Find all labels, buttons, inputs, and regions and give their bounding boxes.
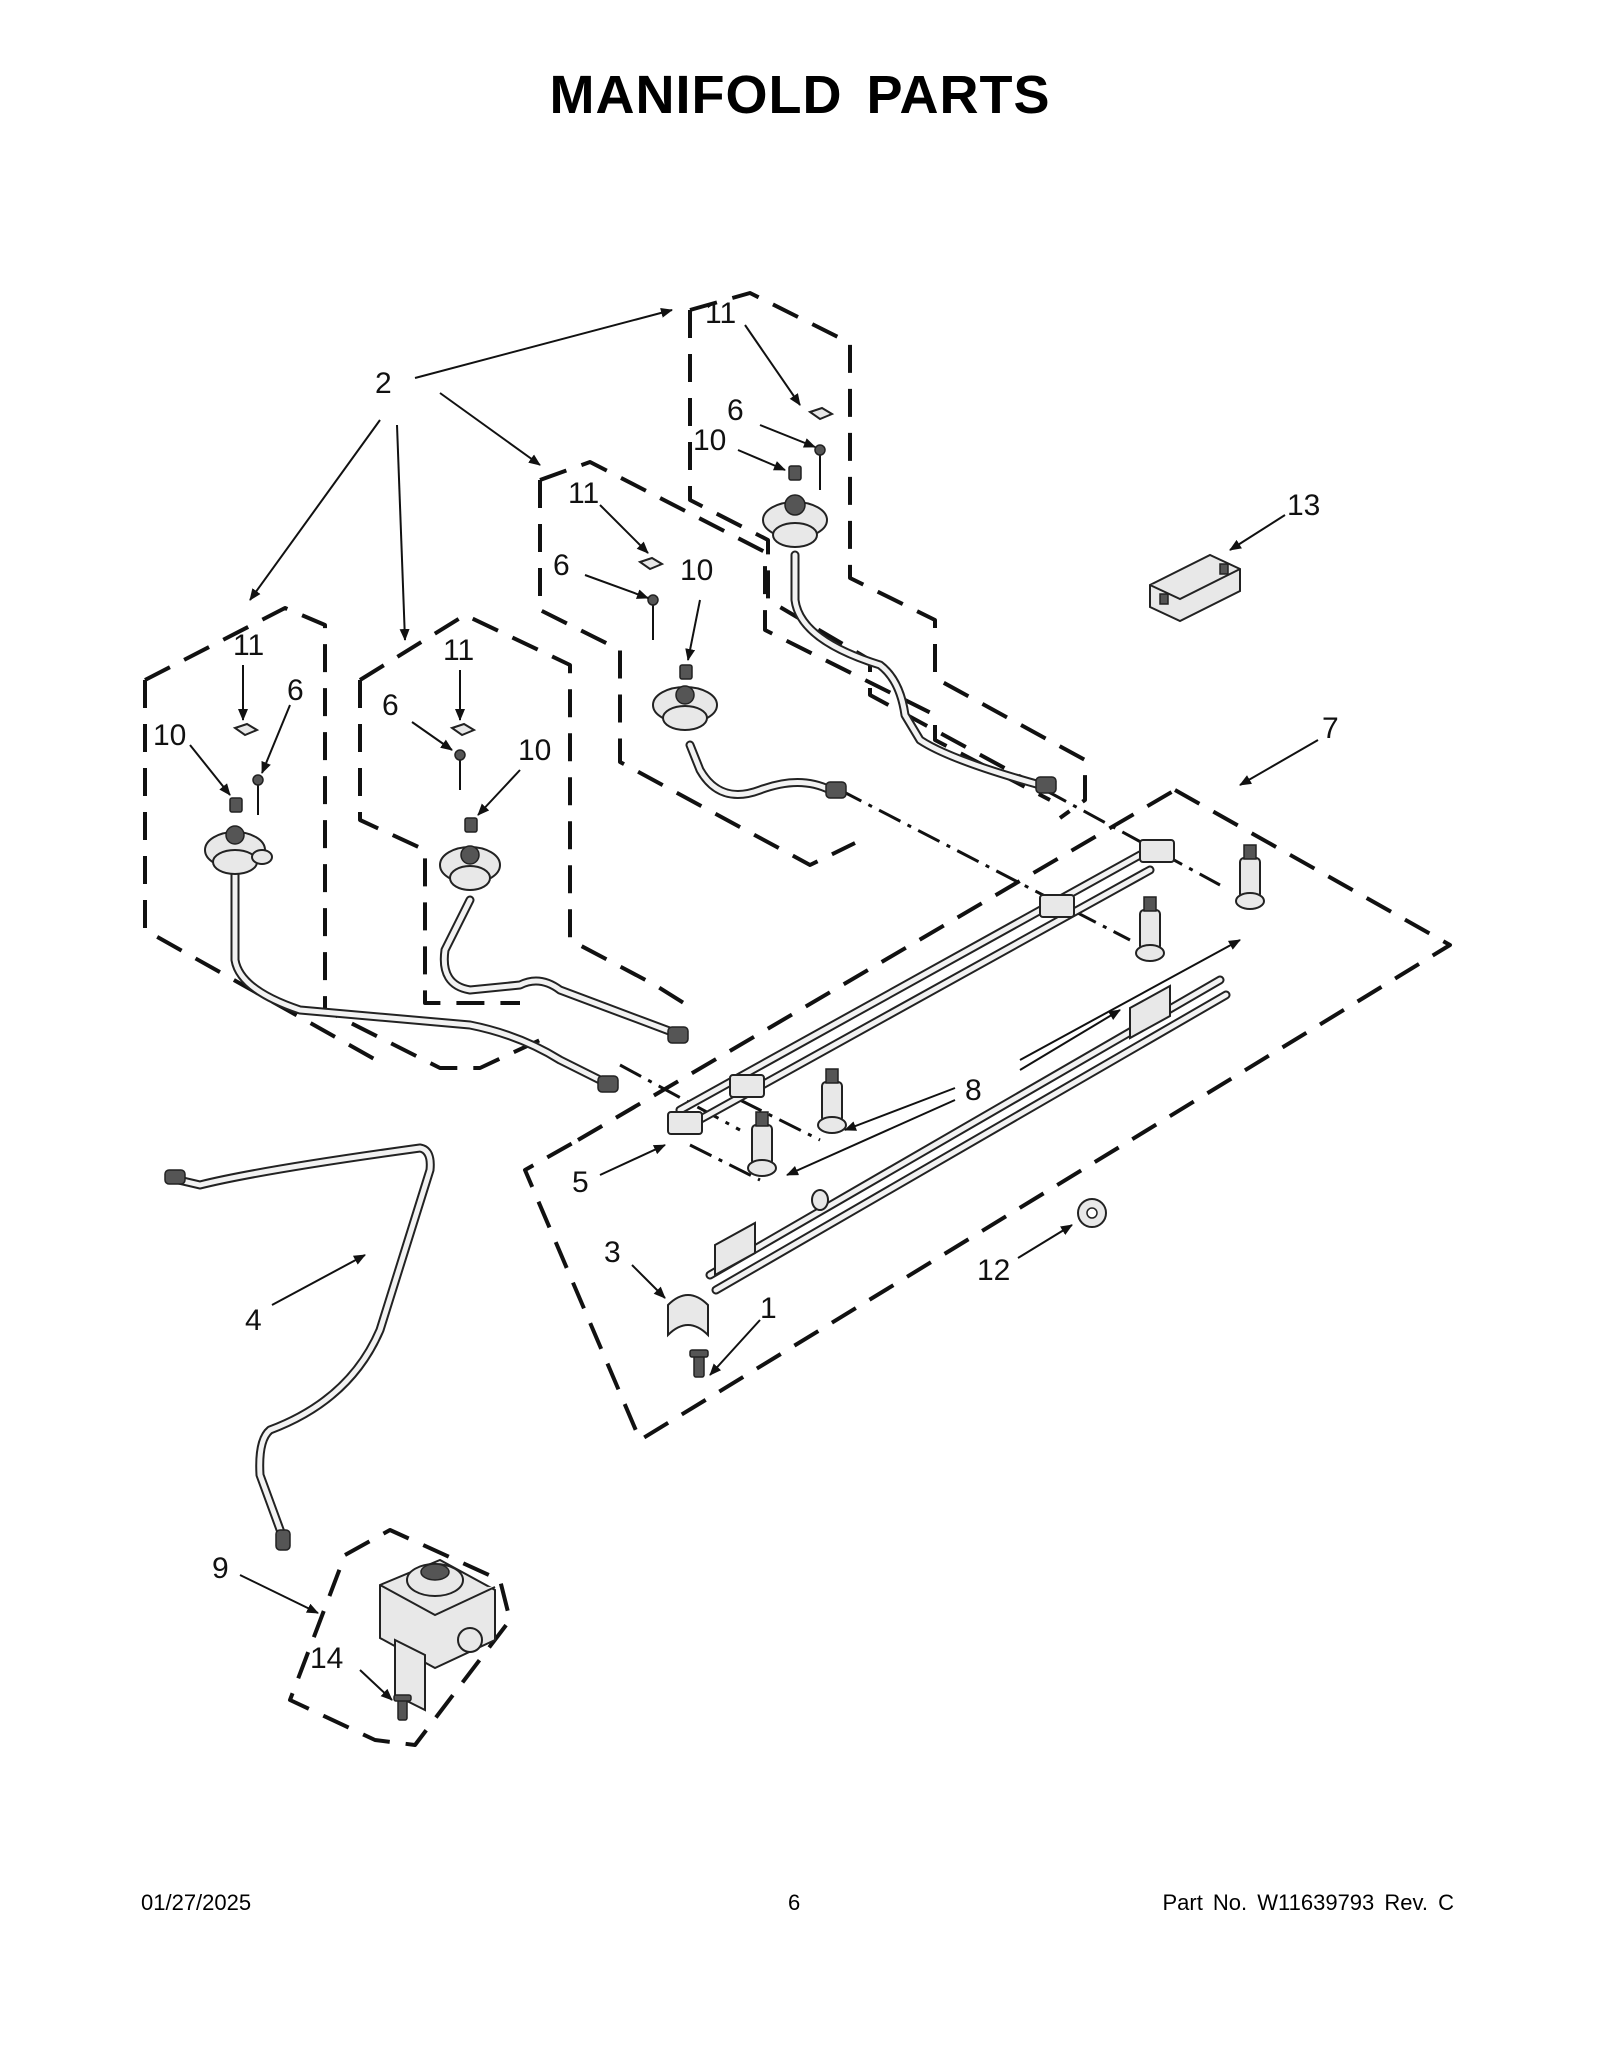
supply-tube-nut-top	[164, 1169, 186, 1185]
page-title: MANIFOLD PARTS	[549, 65, 1051, 125]
footer-part-number: Part No. W11639793 Rev. C	[1162, 1890, 1454, 1915]
callout-6-far-right: 6	[727, 394, 744, 427]
burner-tubes	[230, 550, 1057, 1093]
callout-11-center-right: 11	[568, 477, 599, 510]
burner-group-center-right-boundary	[538, 460, 1051, 867]
callout-10-far-right: 10	[693, 424, 726, 457]
tube-nut-left	[597, 1075, 619, 1093]
callout-10-center-left: 10	[518, 734, 551, 767]
callout-11-center-left: 11	[443, 634, 474, 667]
tube-nut-right	[1035, 776, 1057, 794]
burner-group-center-left-boundary	[358, 613, 697, 1012]
callout-6-left: 6	[287, 674, 304, 707]
callout-4: 4	[245, 1304, 262, 1337]
callout-14: 14	[310, 1642, 343, 1675]
manifold-bracket-2	[729, 1074, 765, 1098]
supply-tube-nut-bottom	[275, 1529, 291, 1551]
callout-11-left: 11	[233, 629, 264, 662]
pressure-regulator	[379, 1558, 496, 1721]
burner-base-left	[204, 825, 273, 875]
callout-5: 5	[572, 1166, 589, 1199]
leader-lines	[189, 307, 1319, 1701]
bracket-and-screw	[667, 1294, 709, 1378]
callout-13: 13	[1287, 489, 1320, 522]
supply-tube	[164, 1143, 435, 1551]
manifold-pipe	[667, 839, 1175, 1135]
tube-nut-center-left	[667, 1026, 689, 1044]
callout-6-center-right: 6	[553, 549, 570, 582]
manifold-bracket-1	[667, 1111, 703, 1135]
callout-9: 9	[212, 1552, 229, 1585]
ignition-module	[1149, 553, 1241, 623]
callout-7: 7	[1322, 712, 1339, 745]
callout-labels: 2 11 6 10 13 11 6 10 11 6 10 11 6 10 7 8…	[153, 297, 1339, 1675]
valves	[747, 844, 1265, 1177]
footer-page-number: 6	[788, 1890, 801, 1915]
burner-base-far-right	[762, 494, 828, 548]
callout-10-center-right: 10	[680, 554, 713, 587]
callout-11-far-right: 11	[705, 297, 736, 330]
lower-manifold-rail	[705, 975, 1231, 1295]
alignment-lines	[619, 788, 1221, 1182]
manifold-group-boundary	[523, 788, 1452, 1442]
callout-3: 3	[604, 1236, 621, 1269]
footer-date: 01/27/2025	[141, 1890, 252, 1915]
valve-4	[1235, 844, 1265, 910]
callout-12: 12	[977, 1254, 1010, 1287]
callout-1: 1	[760, 1292, 777, 1325]
callout-6-center-left: 6	[382, 689, 399, 722]
valve-1	[747, 1111, 777, 1177]
valve-2	[817, 1068, 847, 1134]
burner-group-far-right-boundary	[688, 291, 1087, 820]
valve-3	[1135, 896, 1165, 962]
orifices-and-ignitors	[229, 406, 835, 833]
manifold-bracket-4	[1139, 839, 1175, 863]
callout-10-left: 10	[153, 719, 186, 752]
tube-nut-center-right	[825, 781, 847, 799]
regulator-group-boundary	[288, 1528, 512, 1747]
burner-base-center-left	[439, 845, 501, 891]
callout-2: 2	[375, 367, 392, 400]
burner-group-left-boundary	[143, 606, 541, 1070]
burner-base-center-right	[652, 685, 718, 731]
callout-8: 8	[965, 1074, 982, 1107]
manifold-bracket-3	[1039, 894, 1075, 918]
